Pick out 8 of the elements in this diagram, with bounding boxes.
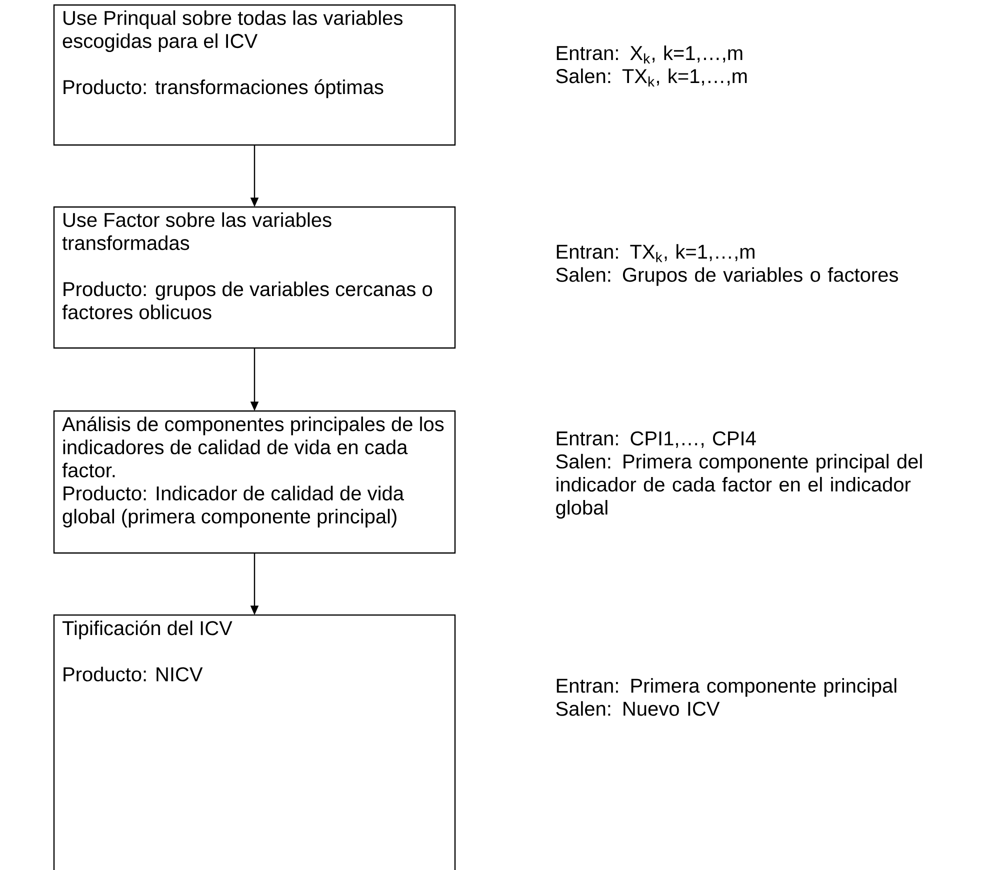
side-note: Entran: TX$_{k}$, k=1,…,m Salen: Grupos de variables o factores: [556, 244, 898, 286]
side-note: Entran: X$_{k}$, k=1,…,m Salen: TX$_{k}$, k=1,…,m: [556, 45, 747, 87]
process-box: Tipificación del ICV Producto: NICV: [53, 614, 456, 870]
process-box: Análisis de componentes principales de los indicadores de calidad de vida en cada factor. Producto: Indicador de calidad de vida global (primera componente principal): [53, 410, 456, 554]
side-note: Entran: Primera componente principal Salen: Nuevo ICV: [556, 678, 896, 716]
process-box: Use Factor sobre las variables transformadas Producto: grupos de variables cercanas o factores oblicuos: [53, 206, 456, 349]
side-note: Entran: CPI1,…, CPI4 Salen: Primera componente principal del indicador de cada factor en el indicador global: [556, 431, 922, 519]
process-box: Use Prinqual sobre todas las variables escogidas para el ICV Producto: transformaciones óptimas: [53, 4, 456, 146]
